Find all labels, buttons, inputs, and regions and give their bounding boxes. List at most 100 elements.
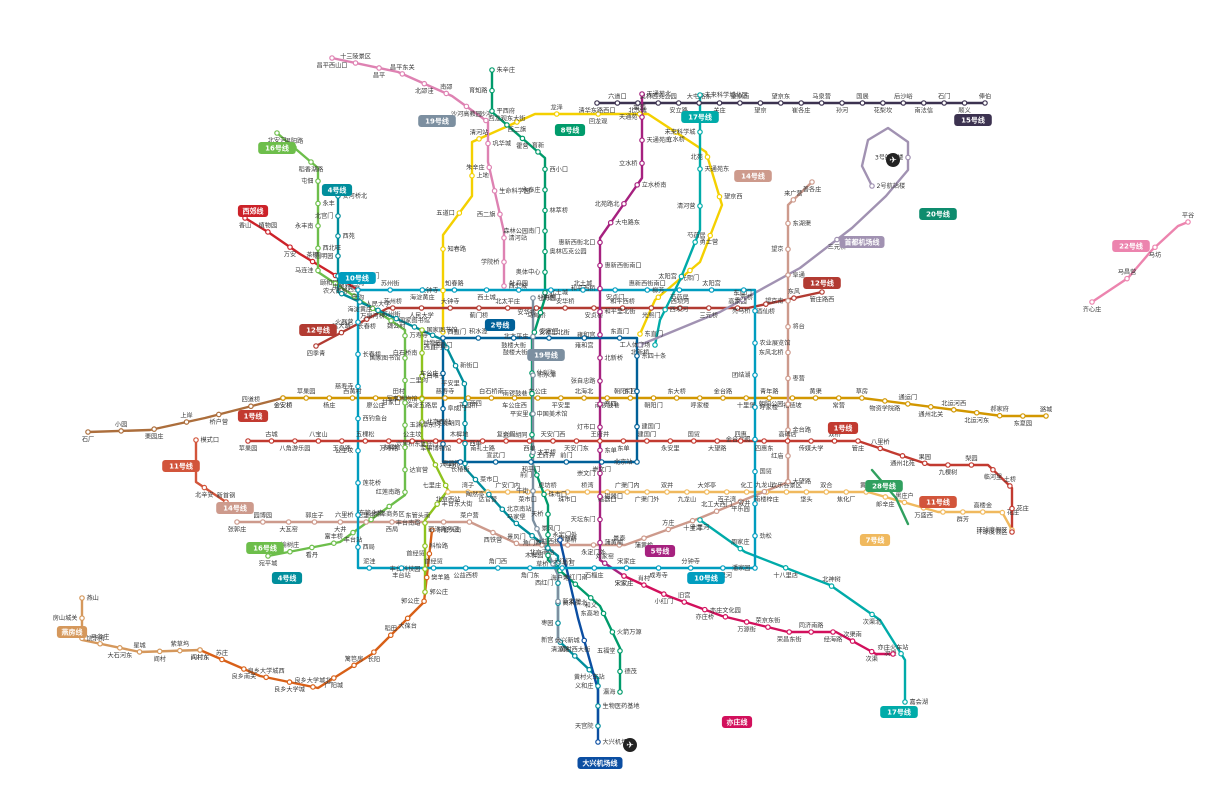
- station-dot[interactable]: [534, 525, 540, 532]
- station-dot[interactable]: [675, 100, 682, 106]
- station-dot[interactable]: [472, 476, 479, 483]
- station-dot[interactable]: [849, 638, 856, 644]
- station-dot[interactable]: [597, 516, 603, 523]
- station-dot[interactable]: [689, 517, 696, 524]
- station-dot[interactable]: [839, 100, 845, 106]
- station-dot[interactable]: [558, 395, 564, 401]
- station-dot[interactable]: [968, 462, 975, 468]
- station-dot[interactable]: [752, 468, 758, 475]
- station-dot[interactable]: [809, 179, 815, 185]
- station-dot[interactable]: [982, 100, 988, 106]
- station-dot[interactable]: [265, 553, 271, 559]
- station-dot[interactable]: [789, 395, 796, 401]
- station-dot[interactable]: [667, 438, 674, 444]
- station-dot[interactable]: [315, 438, 322, 444]
- station-dot[interactable]: [617, 689, 623, 695]
- station-dot[interactable]: [673, 395, 680, 401]
- station-dot[interactable]: [644, 287, 651, 293]
- station-dot[interactable]: [524, 489, 531, 495]
- station-dot[interactable]: [597, 308, 603, 315]
- station-dot[interactable]: [752, 308, 758, 314]
- station-dot[interactable]: [315, 178, 321, 184]
- station-dot[interactable]: [315, 223, 321, 229]
- station-dot[interactable]: [557, 537, 563, 543]
- station-dot[interactable]: [393, 315, 400, 322]
- station-dot[interactable]: [315, 200, 321, 207]
- station-dot[interactable]: [534, 395, 541, 401]
- station-dot[interactable]: [766, 395, 773, 401]
- station-dot[interactable]: [637, 331, 643, 337]
- station-dot[interactable]: [763, 301, 769, 307]
- station-dot[interactable]: [313, 343, 319, 349]
- station-dot[interactable]: [387, 632, 394, 639]
- station-dot[interactable]: [555, 580, 561, 586]
- station-dot[interactable]: [823, 489, 830, 495]
- station-dot[interactable]: [429, 527, 435, 533]
- station-dot[interactable]: [465, 395, 472, 401]
- station-dot[interactable]: [529, 390, 535, 397]
- station-dot[interactable]: [601, 560, 608, 566]
- station-dot[interactable]: [550, 438, 556, 444]
- station-dot[interactable]: [440, 370, 446, 377]
- station-dot[interactable]: [310, 684, 316, 690]
- station-dot[interactable]: [445, 489, 451, 495]
- station-dot[interactable]: [617, 668, 623, 675]
- station-dot[interactable]: [440, 246, 446, 252]
- station-dot[interactable]: [818, 100, 825, 106]
- station-dot[interactable]: [590, 542, 597, 548]
- station-dot[interactable]: [1152, 244, 1158, 251]
- station-dot[interactable]: [621, 200, 627, 207]
- station-dot[interactable]: [486, 491, 492, 498]
- station-dot[interactable]: [546, 335, 552, 341]
- station-dot[interactable]: [337, 519, 344, 525]
- station-dot[interactable]: [960, 509, 966, 515]
- station-dot[interactable]: [241, 666, 247, 672]
- station-dot[interactable]: [369, 305, 376, 312]
- station-dot[interactable]: [402, 399, 408, 406]
- station-dot[interactable]: [616, 542, 623, 548]
- station-dot[interactable]: [542, 289, 548, 296]
- station-dot[interactable]: [609, 629, 616, 635]
- station-dot[interactable]: [355, 447, 361, 454]
- station-dot[interactable]: [395, 395, 402, 401]
- station-dot[interactable]: [591, 565, 598, 571]
- station-dot[interactable]: [572, 581, 579, 587]
- station-dot[interactable]: [597, 262, 603, 269]
- station-dot[interactable]: [777, 100, 784, 106]
- station-dot[interactable]: [573, 438, 580, 444]
- station-dot[interactable]: [655, 100, 662, 106]
- station-dot[interactable]: [639, 160, 645, 167]
- station-dot[interactable]: [641, 535, 647, 541]
- station-dot[interactable]: [440, 519, 447, 525]
- station-dot[interactable]: [783, 489, 790, 495]
- station-dot[interactable]: [510, 335, 517, 341]
- station-dot[interactable]: [349, 395, 356, 401]
- station-dot[interactable]: [672, 129, 679, 135]
- station-dot[interactable]: [621, 573, 627, 579]
- station-dot[interactable]: [315, 267, 321, 274]
- station-dot[interactable]: [287, 548, 293, 555]
- station-dot[interactable]: [335, 213, 341, 219]
- station-dot[interactable]: [740, 287, 747, 293]
- station-dot[interactable]: [434, 501, 440, 507]
- station-dot[interactable]: [248, 403, 254, 410]
- station-dot[interactable]: [902, 699, 908, 705]
- station-dot[interactable]: [655, 565, 662, 571]
- station-dot[interactable]: [595, 703, 601, 709]
- station-dot[interactable]: [890, 651, 896, 657]
- station-dot[interactable]: [479, 438, 486, 444]
- station-dot[interactable]: [419, 373, 425, 379]
- station-dot[interactable]: [422, 441, 428, 448]
- station-dot[interactable]: [765, 624, 771, 630]
- station-dot[interactable]: [501, 235, 507, 241]
- station-dot[interactable]: [880, 100, 886, 106]
- station-dot[interactable]: [595, 739, 601, 745]
- station-dot[interactable]: [597, 332, 603, 338]
- station-dot[interactable]: [332, 280, 339, 287]
- station-dot[interactable]: [678, 273, 685, 280]
- station-dot[interactable]: [1009, 505, 1015, 512]
- station-dot[interactable]: [843, 489, 850, 495]
- station-dot[interactable]: [786, 629, 793, 635]
- station-dot[interactable]: [739, 296, 746, 303]
- station-dot[interactable]: [430, 565, 437, 571]
